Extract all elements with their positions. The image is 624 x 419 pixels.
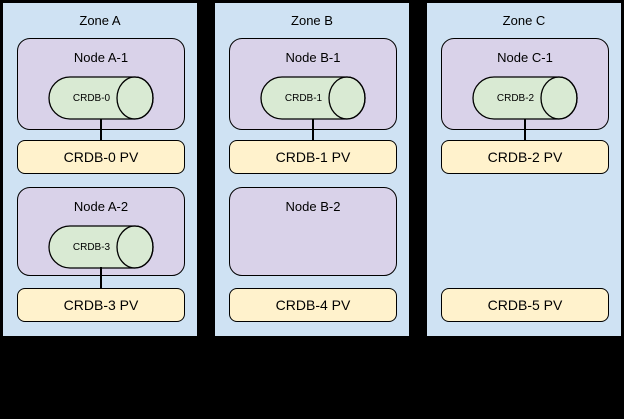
pv-label: CRDB-3 PV [63, 297, 139, 313]
pv-box: CRDB-1 PV [229, 140, 397, 174]
pv-box: CRDB-2 PV [441, 140, 609, 174]
node-box-a1: Node A-1 CRDB-0 [17, 38, 185, 130]
node-label: Node B-2 [285, 199, 341, 214]
cylinder-label: CRDB-3 [72, 241, 111, 253]
pv-box: CRDB-0 PV [17, 140, 185, 174]
node-label: Node B-1 [285, 50, 341, 65]
zone-box-b: Zone B Node B-1 CRDB-1 CRDB-1 PV Node B-… [214, 2, 410, 337]
zone-box-a: Zone A Node A-1 CRDB-0 CRDB-0 PV Node A-… [2, 2, 198, 337]
connector-line [312, 119, 314, 141]
cylinder-label: CRDB-2 [496, 92, 535, 104]
node-box-b1: Node B-1 CRDB-1 [229, 38, 397, 130]
pv-label: CRDB-2 PV [487, 149, 563, 165]
node-box-c1: Node C-1 CRDB-2 [441, 38, 609, 130]
pv-label: CRDB-4 PV [275, 297, 351, 313]
cylinder-label: CRDB-1 [284, 92, 323, 104]
zone-box-c: Zone C Node C-1 CRDB-2 CRDB-2 PV CRDB-5 … [426, 2, 622, 337]
node-label: Node A-2 [73, 199, 129, 214]
pv-label: CRDB-1 PV [275, 149, 351, 165]
zone-label: Zone B [291, 13, 333, 28]
connector-line [100, 267, 102, 289]
crdb-cylinder: CRDB-3 [48, 225, 154, 269]
crdb-cylinder: CRDB-0 [48, 76, 154, 120]
cylinder-shape [260, 76, 366, 120]
zone-label: Zone A [79, 13, 121, 28]
cylinder-shape [48, 76, 154, 120]
node-label: Node C-1 [497, 50, 553, 65]
connector-line [100, 119, 102, 141]
pv-label: CRDB-5 PV [487, 297, 563, 313]
node-label: Node A-1 [73, 50, 129, 65]
pv-box: CRDB-3 PV [17, 288, 185, 322]
zone-label: Zone C [502, 13, 546, 28]
pv-box: CRDB-4 PV [229, 288, 397, 322]
node-box-a2: Node A-2 CRDB-3 [17, 187, 185, 276]
connector-line [524, 119, 526, 141]
pv-label: CRDB-0 PV [63, 149, 139, 165]
cylinder-label: CRDB-0 [72, 92, 111, 104]
pv-box: CRDB-5 PV [441, 288, 609, 322]
crdb-cylinder: CRDB-1 [260, 76, 366, 120]
crdb-cylinder: CRDB-2 [472, 76, 578, 120]
cylinder-shape [472, 76, 578, 120]
cylinder-shape [48, 225, 154, 269]
node-box-b2: Node B-2 [229, 187, 397, 276]
